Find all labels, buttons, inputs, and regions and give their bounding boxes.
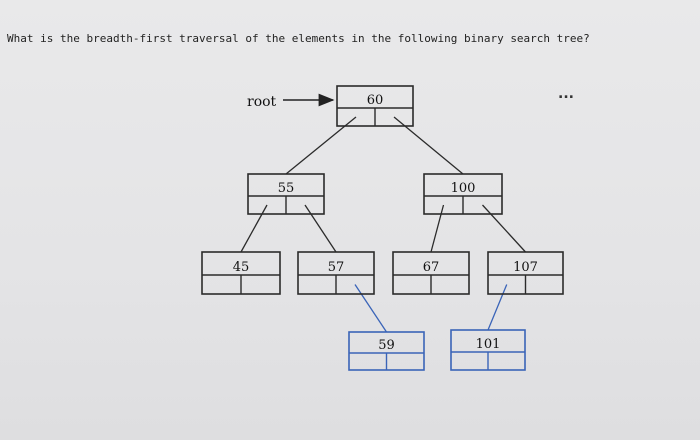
tree-edge-n107-n101 xyxy=(487,284,508,331)
tree-nodes: 60 55 100 45 57 67 107 59 101 xyxy=(201,85,564,371)
node-value: 59 xyxy=(378,338,395,353)
tree-edges xyxy=(240,116,526,333)
more-options-icon[interactable]: ... xyxy=(558,86,574,102)
tree-node-57: 57 xyxy=(297,251,375,295)
node-value: 107 xyxy=(513,260,538,275)
tree-node-59: 59 xyxy=(348,331,425,371)
node-value: 55 xyxy=(278,181,295,196)
tree-edge-n100-n67 xyxy=(430,204,445,253)
tree-node-45: 45 xyxy=(201,251,281,295)
node-value: 100 xyxy=(451,181,476,196)
node-value: 67 xyxy=(423,260,440,275)
tree-node-107: 107 xyxy=(487,251,564,295)
node-value: 101 xyxy=(476,337,501,352)
tree-node-55: 55 xyxy=(247,173,325,215)
question-text: What is the breadth-first traversal of t… xyxy=(7,32,590,45)
tree-edge-n100-n107 xyxy=(482,204,526,253)
node-value: 60 xyxy=(367,93,384,108)
tree-node-67: 67 xyxy=(392,251,470,295)
tree-node-60: 60 xyxy=(336,85,414,127)
tree-edge-n55-n45 xyxy=(240,204,268,253)
tree-edge-n55-n57 xyxy=(304,204,337,253)
node-value: 57 xyxy=(328,260,345,275)
node-value: 45 xyxy=(233,260,250,275)
tree-node-101: 101 xyxy=(450,329,526,371)
tree-node-100: 100 xyxy=(423,173,503,215)
root-label: root xyxy=(247,94,277,110)
tree-edge-n57-n59 xyxy=(354,284,388,333)
